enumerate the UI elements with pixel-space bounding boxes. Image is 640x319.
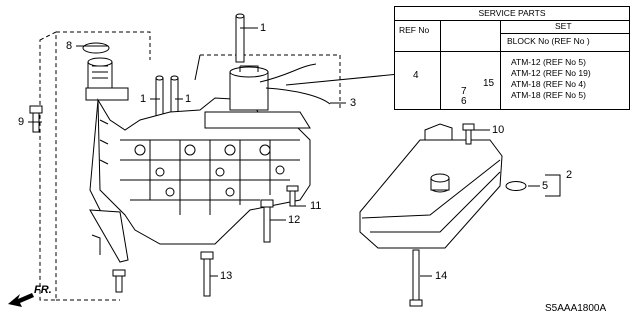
callout-3: 3 xyxy=(350,97,357,109)
o-ring-8 xyxy=(82,42,110,54)
dowel-pin-1a xyxy=(235,15,245,63)
callout-12: 12 xyxy=(288,214,301,226)
sub-callout-7: 7 xyxy=(461,86,467,97)
solenoid-assembly xyxy=(229,71,269,111)
callout-10: 10 xyxy=(492,124,505,136)
callout-8: 8 xyxy=(66,40,73,52)
sub-callout-6: 6 xyxy=(461,96,467,107)
set-item: ATM-12 (REF No 19) xyxy=(511,68,591,78)
service-parts-title: SERVICE PARTS xyxy=(395,7,629,21)
callout-5: 5 xyxy=(542,180,549,192)
callout-11: 11 xyxy=(310,200,322,212)
bolt-11 xyxy=(289,189,296,207)
callout-13: 13 xyxy=(220,270,233,282)
ref-value: 4 xyxy=(413,70,419,81)
assembly-outline xyxy=(39,31,57,301)
bolt-13 xyxy=(203,257,211,297)
callout-1: 1 xyxy=(185,93,192,105)
set-item: ATM-18 (REF No 5) xyxy=(511,90,586,100)
callout-2: 2 xyxy=(566,169,573,181)
service-parts-table: SERVICE PARTS REF No SET BLOCK No (REF N… xyxy=(394,6,630,110)
set-header: SET xyxy=(555,21,572,31)
callout-9: 9 xyxy=(18,116,25,128)
o-ring-5 xyxy=(505,181,527,191)
callout-14: 14 xyxy=(435,270,448,282)
sub-callout-15: 15 xyxy=(483,78,495,89)
callout-1: 1 xyxy=(140,93,147,105)
front-label: FR. xyxy=(34,284,52,296)
front-arrow-icon xyxy=(8,293,34,307)
set-item: ATM-12 (REF No 5) xyxy=(511,57,586,67)
front-direction-indicator: FR. xyxy=(6,280,66,315)
callout-1: 1 xyxy=(260,22,267,34)
bolt-12 xyxy=(263,205,271,243)
block-no-header: BLOCK No (REF No ) xyxy=(507,36,590,46)
ref-no-header: REF No xyxy=(399,25,430,35)
set-item: ATM-18 (REF No 4) xyxy=(511,79,586,89)
valve-body-main xyxy=(97,97,311,245)
diagram-code: S5AAA1800A xyxy=(545,303,607,314)
bolt-14 xyxy=(412,249,420,301)
